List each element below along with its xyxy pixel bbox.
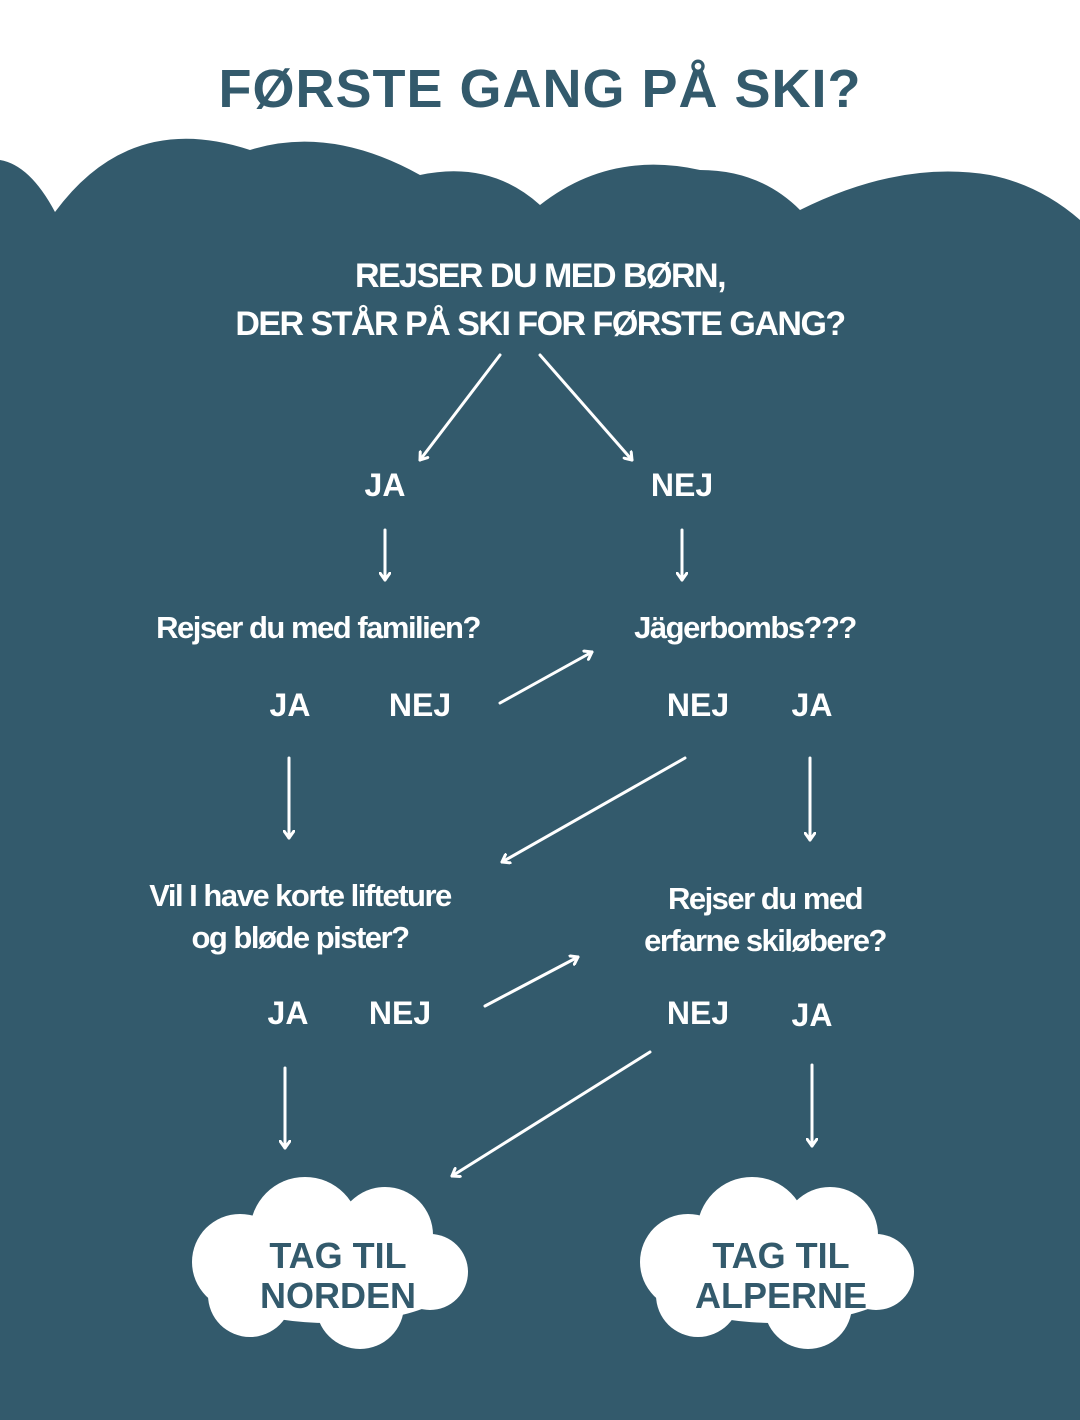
page-title: FØRSTE GANG PÅ SKI? bbox=[218, 59, 862, 119]
outcome-line: TAG TIL bbox=[269, 1235, 407, 1276]
outcome-alps: TAG TIL ALPERNE bbox=[656, 1236, 906, 1316]
cloud-nordic bbox=[192, 1177, 468, 1349]
answer-label-no: NEJ bbox=[666, 995, 730, 1031]
question-line: REJSER DU MED BØRN, bbox=[354, 257, 727, 295]
answer-label-no: NEJ bbox=[368, 995, 432, 1031]
outcome-line: ALPERNE bbox=[694, 1275, 868, 1316]
answer-label-yes: JA bbox=[791, 687, 833, 723]
arrow-q1-to-nej bbox=[538, 353, 634, 462]
question-family: Rejser du med familien? bbox=[108, 610, 528, 646]
answer-label-yes: JA bbox=[791, 997, 833, 1033]
arrow-q4nej-to-q5 bbox=[483, 957, 580, 1008]
question-line: Rejser du med bbox=[667, 881, 864, 916]
answer-label-yes: JA bbox=[269, 687, 311, 723]
question-children-first-time: REJSER DU MED BØRN, DER STÅR PÅ SKI FOR … bbox=[140, 252, 940, 348]
answer-label-no: NEJ bbox=[388, 687, 452, 723]
arrow-q1-to-ja bbox=[418, 353, 502, 462]
answer-label-no: NEJ bbox=[650, 467, 714, 503]
question-short-lifts: Vil I have korte lifteture og bløde pist… bbox=[90, 875, 510, 959]
answer-label-yes: JA bbox=[364, 467, 406, 503]
arrow-q3nej-to-q4 bbox=[500, 756, 687, 862]
background-panel bbox=[0, 138, 1080, 1420]
question-line: Vil I have korte lifteture bbox=[149, 878, 452, 913]
arrow-q5nej-to-nordic bbox=[450, 1050, 652, 1176]
answer-label-no: NEJ bbox=[666, 687, 730, 723]
question-line: Rejser du med familien? bbox=[156, 610, 481, 645]
question-line: erfarne skiløbere? bbox=[644, 923, 887, 958]
answer-label-yes: JA bbox=[267, 995, 309, 1031]
cloud-alps bbox=[640, 1177, 914, 1349]
question-line: DER STÅR PÅ SKI FOR FØRSTE GANG? bbox=[235, 305, 846, 343]
outcome-line: TAG TIL bbox=[712, 1235, 850, 1276]
question-line: Jägerbombs??? bbox=[634, 610, 857, 645]
question-line: og bløde pister? bbox=[191, 920, 410, 955]
arrow-q2nej-to-q3 bbox=[498, 652, 594, 705]
outcome-nordic: TAG TIL NORDEN bbox=[218, 1236, 458, 1316]
question-jagerbombs: Jägerbombs??? bbox=[595, 610, 895, 646]
outcome-line: NORDEN bbox=[259, 1275, 416, 1316]
question-experienced-skiers: Rejser du med erfarne skiløbere? bbox=[600, 878, 930, 962]
